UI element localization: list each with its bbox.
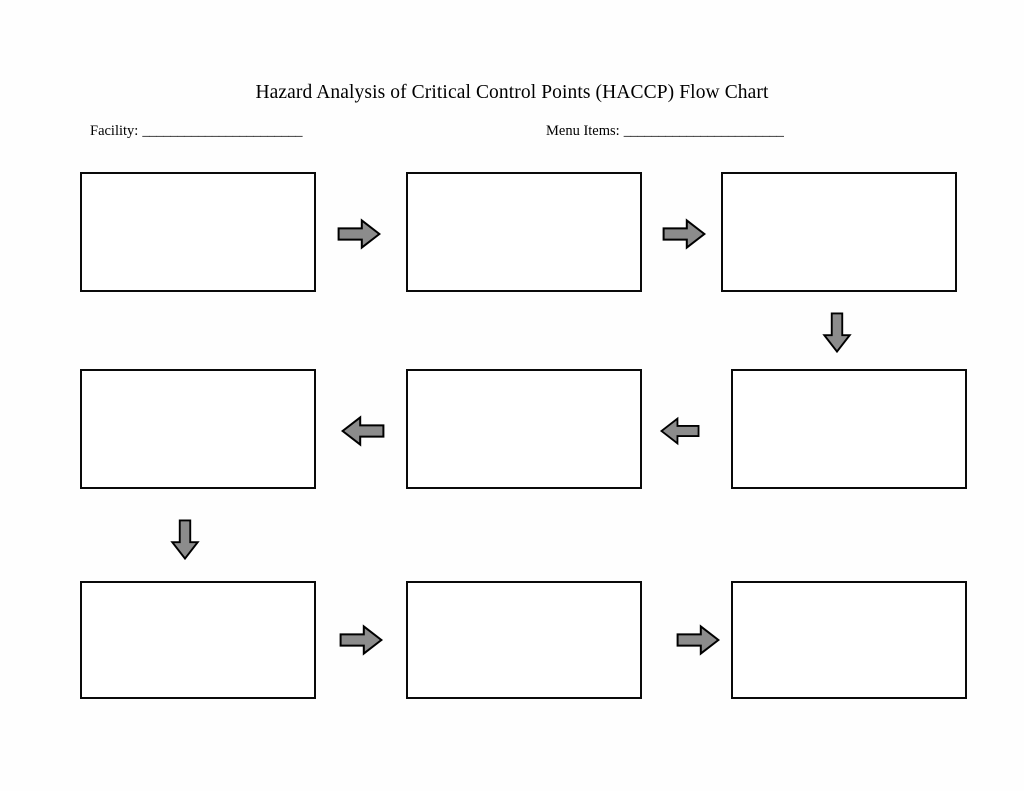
facility-label: Facility: (90, 123, 139, 139)
page-title: Hazard Analysis of Critical Control Poin… (255, 82, 769, 103)
flow-box-9[interactable] (731, 581, 967, 699)
menu-items-label: Menu Items: (546, 123, 620, 139)
arrow-right-icon-4 (676, 624, 720, 656)
flow-box-6[interactable] (731, 369, 967, 489)
menu-items-field[interactable]: Menu Items:_______________________ (546, 123, 784, 140)
arrow-right-icon-1 (337, 218, 381, 250)
facility-blank-line[interactable]: _______________________ (142, 123, 303, 139)
menu-items-blank-line[interactable]: _______________________ (623, 123, 784, 139)
flow-box-3[interactable] (721, 172, 957, 292)
arrow-down-icon-1 (822, 311, 852, 354)
flow-box-7[interactable] (80, 581, 316, 699)
flow-box-5[interactable] (406, 369, 642, 489)
flow-box-2[interactable] (406, 172, 642, 292)
arrow-right-icon-3 (339, 624, 383, 656)
flow-box-4[interactable] (80, 369, 316, 489)
arrow-left-icon-1 (341, 415, 385, 447)
arrow-right-icon-2 (662, 218, 706, 250)
flow-box-8[interactable] (406, 581, 642, 699)
arrow-down-icon-2 (170, 518, 200, 561)
flow-box-1[interactable] (80, 172, 316, 292)
arrow-left-icon-2 (660, 416, 700, 446)
facility-field[interactable]: Facility:_______________________ (90, 123, 303, 140)
